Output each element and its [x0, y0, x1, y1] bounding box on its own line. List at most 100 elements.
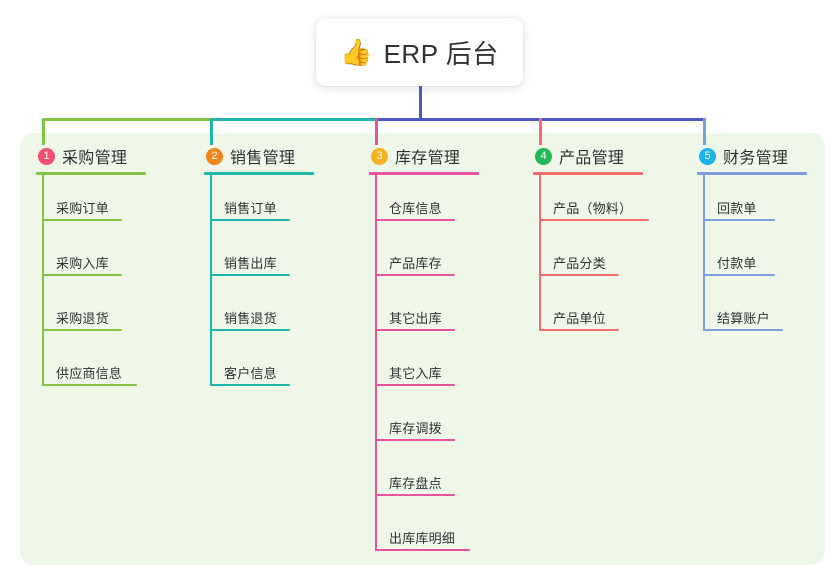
drop-connector-5 — [703, 118, 706, 145]
leaf-item-label: 销售订单 — [224, 201, 277, 216]
branch-header-3[interactable]: 3 库存管理 — [369, 143, 460, 169]
root-node-card[interactable]: 👍 ERP 后台 — [316, 18, 523, 86]
branch-title: 库存管理 — [395, 150, 461, 167]
branch-number-badge: 3 — [371, 147, 388, 165]
leaf-item-rule — [703, 329, 783, 331]
branch-header-rule — [204, 172, 314, 175]
leaf-item[interactable]: 产品分类 — [539, 248, 619, 276]
root-stem-connector — [419, 86, 422, 121]
leaf-item[interactable]: 付款单 — [703, 248, 775, 276]
leaf-item-rule — [210, 384, 290, 386]
leaf-item[interactable]: 销售出库 — [210, 248, 290, 276]
leaf-item[interactable]: 结算账户 — [703, 303, 783, 331]
leaf-item-label: 采购订单 — [56, 201, 109, 216]
leaf-item-rule — [375, 549, 470, 551]
branch-header-rule — [369, 172, 479, 175]
leaf-item-label: 销售出库 — [224, 256, 277, 271]
branch-column-1: 1 采购管理采购订单采购入库采购退货供应商信息 — [36, 143, 146, 386]
branch-column-3: 3 库存管理仓库信息产品库存其它出库其它入库库存调拨库存盘点出库库明细 — [369, 143, 479, 551]
leaf-item[interactable]: 客户信息 — [210, 358, 290, 386]
trunk-segment-2 — [210, 118, 378, 121]
leaf-item-label: 采购退货 — [56, 311, 109, 326]
leaf-item[interactable]: 出库库明细 — [375, 523, 470, 551]
leaf-item-label: 销售退货 — [224, 311, 277, 326]
leaf-item[interactable]: 销售退货 — [210, 303, 290, 331]
branch-title: 财务管理 — [723, 150, 789, 167]
leaf-item-label: 客户信息 — [224, 366, 277, 381]
leaf-item[interactable]: 产品（物料） — [539, 193, 649, 221]
branch-number-badge: 5 — [699, 147, 716, 165]
root-node-title: ERP 后台 — [383, 38, 499, 69]
leaf-item[interactable]: 产品单位 — [539, 303, 619, 331]
branch-header-rule — [533, 172, 643, 175]
leaf-item[interactable]: 回款单 — [703, 193, 775, 221]
leaf-item-label: 产品库存 — [389, 256, 442, 271]
branch-title: 销售管理 — [230, 150, 296, 167]
leaf-item-label: 产品分类 — [553, 256, 606, 271]
leaf-item-rule — [375, 274, 455, 276]
branch-column-5: 5 财务管理回款单付款单结算账户 — [697, 143, 807, 331]
leaf-item-rule — [703, 274, 775, 276]
leaf-item-rule — [375, 494, 455, 496]
leaf-item[interactable]: 库存盘点 — [375, 468, 455, 496]
leaf-item-rule — [42, 219, 122, 221]
leaf-item-label: 仓库信息 — [389, 201, 442, 216]
leaf-item[interactable]: 产品库存 — [375, 248, 455, 276]
leaf-item-rule — [539, 274, 619, 276]
branch-header-5[interactable]: 5 财务管理 — [697, 143, 788, 169]
leaf-item-rule — [42, 384, 137, 386]
leaf-item[interactable]: 仓库信息 — [375, 193, 455, 221]
branch-spine — [703, 175, 705, 331]
leaf-item[interactable]: 销售订单 — [210, 193, 290, 221]
leaf-item-label: 产品单位 — [553, 311, 606, 326]
leaf-item-label: 库存盘点 — [389, 476, 442, 491]
branch-number-badge: 1 — [38, 147, 55, 165]
leaf-item-rule — [539, 329, 619, 331]
leaf-item-label: 结算账户 — [717, 311, 770, 326]
leaf-item[interactable]: 供应商信息 — [42, 358, 137, 386]
leaf-item-rule — [210, 219, 290, 221]
leaf-item-rule — [210, 329, 290, 331]
leaf-item-rule — [539, 219, 649, 221]
trunk-segment-4 — [539, 118, 706, 121]
leaf-item[interactable]: 其它入库 — [375, 358, 455, 386]
leaf-item-label: 库存调拨 — [389, 421, 442, 436]
leaf-item-label: 其它出库 — [389, 311, 442, 326]
leaf-item-rule — [375, 384, 455, 386]
branch-title: 产品管理 — [559, 150, 625, 167]
drop-connector-2 — [210, 118, 213, 145]
leaf-item[interactable]: 其它出库 — [375, 303, 455, 331]
branch-spine — [375, 175, 377, 551]
leaf-item-label: 付款单 — [717, 256, 757, 271]
leaf-item[interactable]: 采购订单 — [42, 193, 122, 221]
leaf-item[interactable]: 库存调拨 — [375, 413, 455, 441]
leaf-item[interactable]: 采购入库 — [42, 248, 122, 276]
leaf-item-label: 出库库明细 — [389, 531, 456, 546]
branch-header-1[interactable]: 1 采购管理 — [36, 143, 127, 169]
trunk-segment-3 — [375, 118, 542, 121]
thumbs-up-icon: 👍 — [340, 37, 373, 67]
drop-connector-4 — [539, 118, 542, 145]
leaf-item[interactable]: 采购退货 — [42, 303, 122, 331]
branch-header-2[interactable]: 2 销售管理 — [204, 143, 295, 169]
branch-title: 采购管理 — [62, 150, 128, 167]
branch-number-badge: 2 — [206, 147, 223, 165]
leaf-item-rule — [375, 439, 455, 441]
leaf-item-rule — [703, 219, 775, 221]
branch-spine — [42, 175, 44, 386]
leaf-item-rule — [42, 329, 122, 331]
branch-column-2: 2 销售管理销售订单销售出库销售退货客户信息 — [204, 143, 314, 386]
trunk-segment-1 — [42, 118, 213, 121]
drop-connector-1 — [42, 118, 45, 145]
drop-connector-3 — [375, 118, 378, 145]
leaf-item-label: 采购入库 — [56, 256, 109, 271]
branches-background-panel — [20, 133, 825, 565]
leaf-item-label: 产品（物料） — [553, 201, 633, 216]
branch-header-rule — [36, 172, 146, 175]
leaf-item-label: 供应商信息 — [56, 366, 123, 381]
leaf-item-rule — [375, 329, 455, 331]
leaf-item-label: 其它入库 — [389, 366, 442, 381]
